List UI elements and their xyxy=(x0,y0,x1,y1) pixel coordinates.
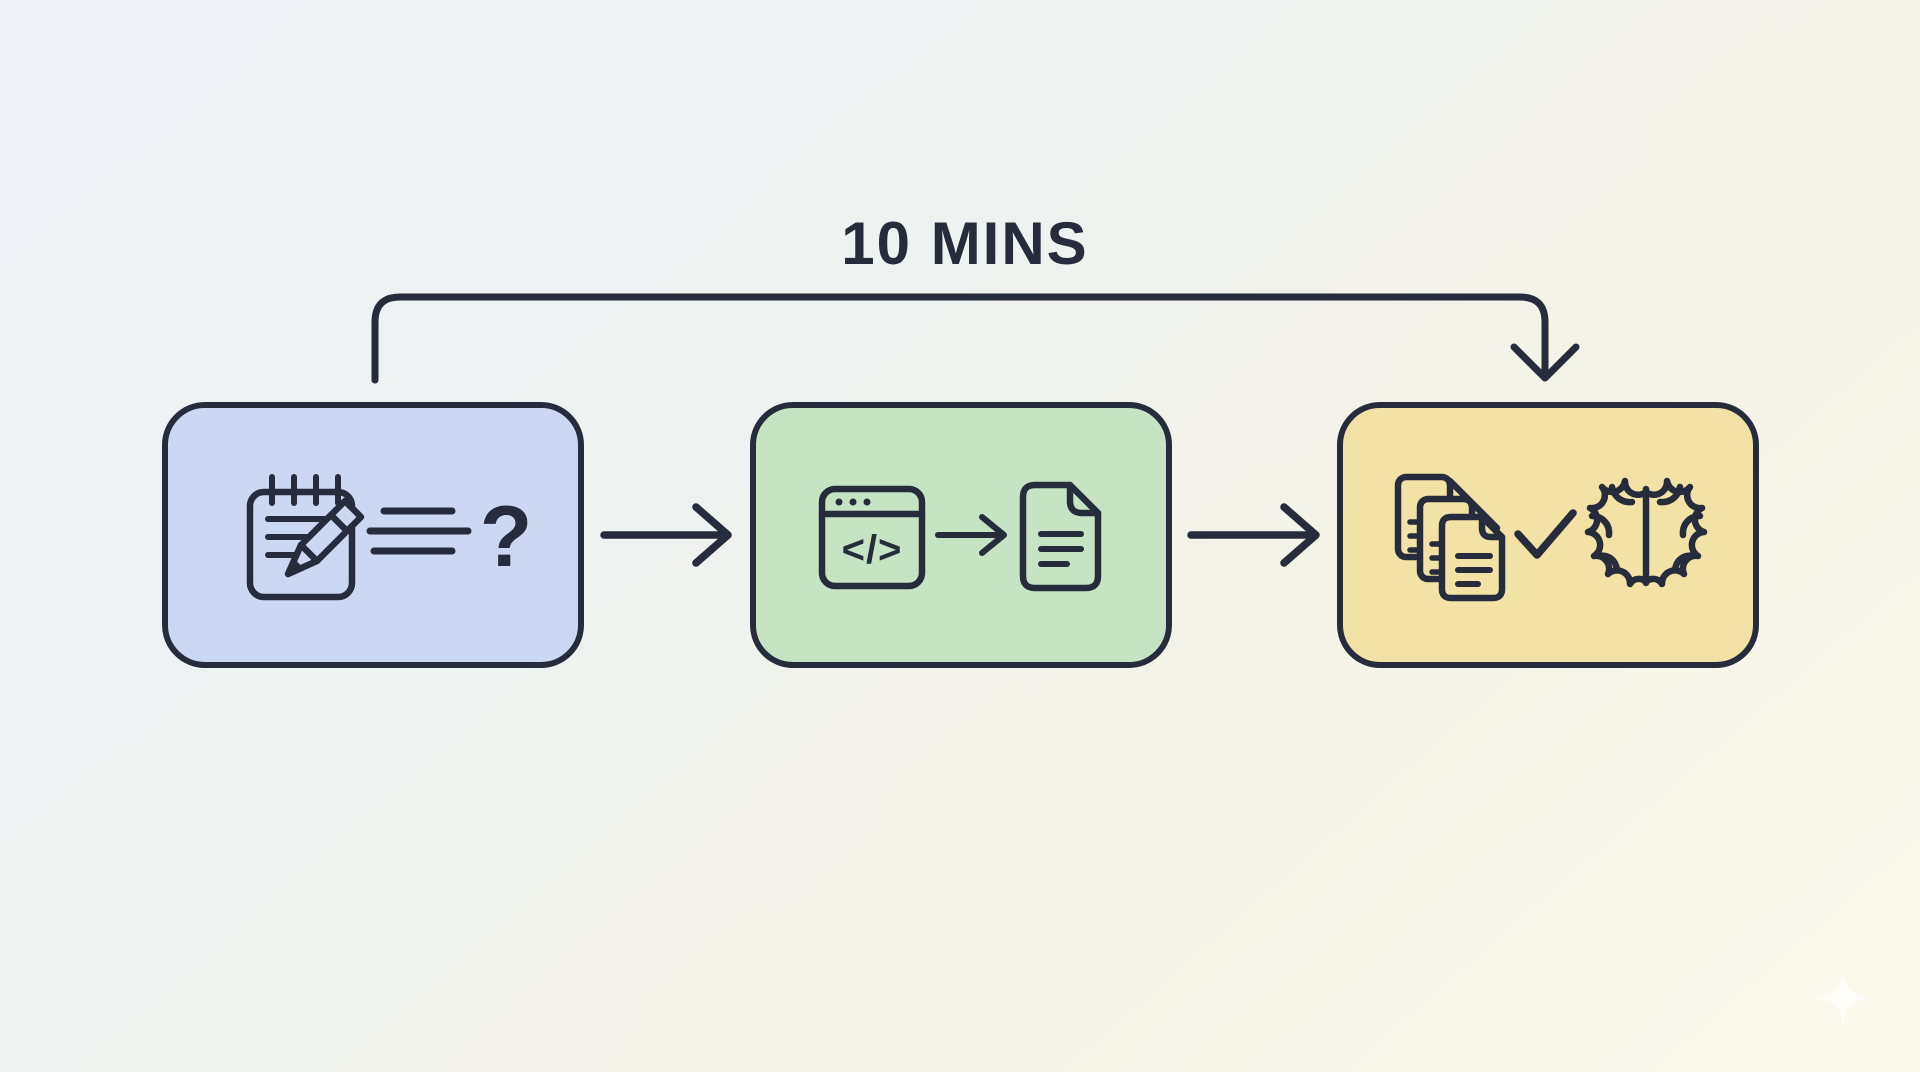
brain-fold xyxy=(1656,483,1684,506)
duration-bracket-arrow xyxy=(371,293,1580,384)
brain-fold xyxy=(1608,483,1636,506)
arrow-head xyxy=(1280,503,1320,567)
pencil-collar xyxy=(297,541,321,565)
pencil-lead xyxy=(287,559,303,575)
bracket-line xyxy=(371,293,1549,384)
brain-fold xyxy=(1588,512,1613,539)
brain-fold xyxy=(1671,552,1698,574)
stack-fold-diagonal xyxy=(1446,477,1501,532)
checkmark-icon xyxy=(1514,509,1577,559)
pencil-band xyxy=(327,511,351,535)
pencil-body xyxy=(284,497,365,578)
text-lines-icon xyxy=(366,507,472,555)
question-mark: ? xyxy=(480,489,533,585)
arrow-head xyxy=(979,514,1007,556)
code-window-icon: </> xyxy=(818,485,926,590)
stack-front-fold xyxy=(1478,513,1506,541)
pencil xyxy=(284,497,365,578)
document-outline xyxy=(1019,481,1102,592)
notepad-body xyxy=(246,488,356,601)
brain-right-hemisphere xyxy=(1642,477,1708,588)
document-icon xyxy=(1019,481,1102,592)
duration-label: 10 MINS xyxy=(841,210,1088,277)
brain-fold xyxy=(1594,552,1621,574)
browser-dots xyxy=(835,498,871,506)
diagram-artwork: 10 MINS xyxy=(162,210,1759,668)
bracket-arrowhead xyxy=(1510,343,1580,382)
brain-outline xyxy=(1642,477,1708,588)
code-glyph: </> xyxy=(842,528,903,572)
stage-box-3 xyxy=(1337,402,1759,668)
brain-fold xyxy=(1679,512,1704,539)
flow-arrow-2-icon xyxy=(1187,503,1320,567)
brain-left-hemisphere xyxy=(1584,477,1650,588)
document-fold xyxy=(1066,481,1102,517)
sparkle-icon xyxy=(1816,971,1870,1025)
notepad-spiral xyxy=(269,474,341,506)
brain-outline xyxy=(1584,477,1650,588)
flow-arrow-1-icon xyxy=(600,503,732,567)
stack-front-lines xyxy=(1455,553,1493,587)
mini-arrow-right-icon xyxy=(935,514,1007,556)
document-stack-icon xyxy=(1394,473,1506,602)
document-lines xyxy=(1038,531,1084,567)
notepad-pencil-icon xyxy=(246,474,365,601)
brain-icon xyxy=(1584,477,1708,588)
browser-frame xyxy=(818,485,926,590)
arrow-head xyxy=(692,503,732,567)
